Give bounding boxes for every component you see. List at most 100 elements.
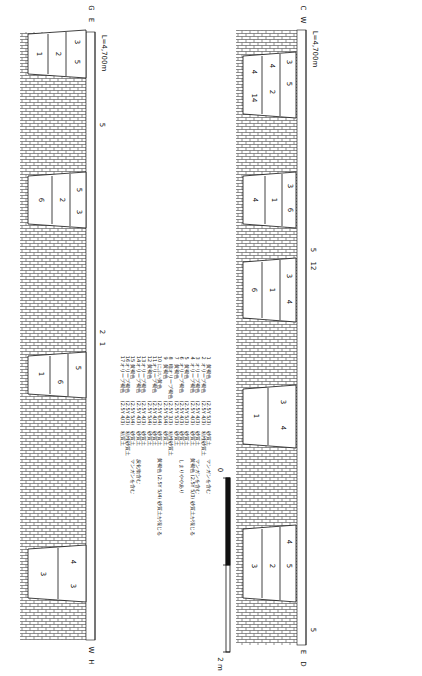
legend-cell: (2.5Y 4/3) (135, 400, 140, 425)
legend-cell: 砂質土 (206, 430, 211, 445)
legend-cell: にぶい黄色 (157, 363, 162, 388)
legend-cell: (2.5Y 4/3) (189, 400, 194, 425)
legend-cell: マンガンを含む (206, 458, 211, 493)
layer-number: 2 (98, 330, 105, 334)
legend-cell: 砂質土 (173, 430, 178, 445)
layer-number: 1 (37, 372, 44, 376)
legend-cell: オリーブ褐色 (195, 363, 200, 393)
section-label: L=4,700m (100, 34, 107, 71)
legend-cell: (2.5Y 5/4) (146, 400, 151, 425)
legend-cell: (2.5Y 4/3) (195, 400, 200, 425)
layer-number: 6 (250, 288, 257, 292)
layer-number: 2 (54, 52, 61, 56)
legend-cell: (2.5Y 5/3) (206, 400, 211, 425)
layer-number: 3 (75, 210, 82, 214)
layer-number: 3 (286, 184, 293, 188)
legend-cell: 16 (125, 356, 130, 362)
legend-cell: (2.5Y 4/3) (152, 400, 157, 425)
legend-cell: (2.5Y 5/4) (130, 400, 135, 425)
legend-cell: (2.5Y 4/3) (125, 400, 130, 425)
legend-cell: 砂質土 (157, 430, 162, 445)
legend-cell: 9 (162, 356, 167, 359)
layer-number: 2 (268, 564, 275, 568)
legend-cell: オリーブ褐色 (141, 363, 146, 393)
legend-cell: 炭化物含む (135, 458, 140, 483)
layer-number: 4 (279, 426, 286, 430)
layer-number: 5 (285, 82, 292, 86)
layer-number: 5 (74, 366, 81, 370)
section-label: D (299, 661, 306, 666)
section-label: H (87, 659, 94, 664)
layer-number: 12 (309, 262, 316, 271)
legend-cell: 砂質土 (135, 430, 140, 445)
scale-bar (223, 478, 230, 652)
layer-number: 4 (285, 540, 292, 544)
legend-cell: マンガンを含む (130, 458, 135, 493)
legend-cell: 砂質土 (189, 430, 194, 445)
legend-cell: オリーブ褐色 (119, 363, 124, 393)
legend-cell: 黄褐色 (184, 363, 189, 378)
legend-cell: 砂質土 (141, 430, 146, 445)
layer-number: 6 (286, 208, 293, 212)
legend-cell: 5 (184, 356, 189, 359)
legend-cell: オリーブ褐色 (200, 363, 205, 393)
legend-cell: 15 (130, 356, 135, 362)
legend-cell: 暗オリーブ褐色 (168, 363, 173, 398)
layer-number: 2 (58, 198, 65, 202)
legend-cell: 砂質土 (130, 430, 135, 445)
legend-cell: (2.5Y 4/3) (141, 400, 146, 425)
legend-cell: 6 (179, 356, 184, 359)
legend-cell: 7 (173, 356, 178, 359)
legend-cell: 砂質土 (195, 430, 200, 445)
layer-number: 5 (75, 188, 82, 192)
layer-number: 3 (285, 274, 292, 278)
legend-cell: 砂質土 (146, 430, 151, 445)
layer-number: 4 (251, 198, 258, 202)
legend-cell: オリーブ褐色 (179, 363, 184, 393)
layer-number: 2 (268, 90, 275, 94)
legend-cell: 粘質土 (119, 430, 124, 445)
layer-number: 3 (285, 60, 292, 64)
layer-number: 1 (270, 198, 277, 202)
legend-cell: 粘性砂質土 (200, 430, 205, 455)
legend-cell: 14 (135, 356, 140, 362)
legend-cell: オリーブ褐色 (189, 363, 194, 393)
legend-cell: 黄褐色 (2.5Y 5/3) 砂質土が混じる (189, 458, 194, 536)
layer-number: 3 (39, 572, 46, 576)
legend-cell: 8 (168, 356, 173, 359)
layer-number: 14 (250, 94, 257, 103)
legend-cell: オリーブ褐色 (152, 363, 157, 393)
layer-number: 4 (250, 70, 257, 74)
legend-cell: オリーブ褐色 (135, 363, 140, 393)
layer-number: 5 (73, 60, 80, 64)
legend-cell: 粘性砂質土 (125, 430, 130, 455)
layer-number: 4 (69, 560, 76, 564)
legend-cell: 黄褐色 (206, 363, 211, 378)
layer-number: 5 (98, 123, 105, 127)
legend-cell: オリーブ褐色 (125, 363, 130, 393)
section-label: L=4,700m (311, 30, 318, 67)
legend-cell: (2.5Y 4/3) (119, 400, 124, 425)
section-cd (236, 30, 306, 645)
layer-number: 3 (250, 564, 257, 568)
section-label: E (299, 650, 306, 654)
section-label: E (87, 18, 94, 22)
legend-cell: (2.5Y 6/4) (157, 400, 162, 425)
section-label: C (299, 6, 306, 11)
legend-cell: 粘性砂質土 (168, 430, 173, 455)
legend-cell: マンガンを含む (195, 458, 200, 493)
section-label: W (299, 17, 306, 24)
layer-number: 1 (268, 288, 275, 292)
layer-number: 6 (56, 380, 63, 384)
legend-cell: 黄褐色 (173, 363, 178, 378)
section-gh (20, 30, 95, 640)
layer-number: 1 (252, 414, 259, 418)
legend-cell: (2.5Y 4/3) (179, 400, 184, 425)
legend-cell: 砂質土 (179, 430, 184, 445)
legend-cell: 黄褐色 (146, 363, 151, 378)
layer-number: 1 (35, 52, 42, 56)
layer-number: 5 (309, 248, 316, 252)
legend-cell: 13 (141, 356, 146, 362)
legend-cell: (2.5Y 5/3) (184, 400, 189, 425)
layer-number: 4 (268, 64, 275, 68)
